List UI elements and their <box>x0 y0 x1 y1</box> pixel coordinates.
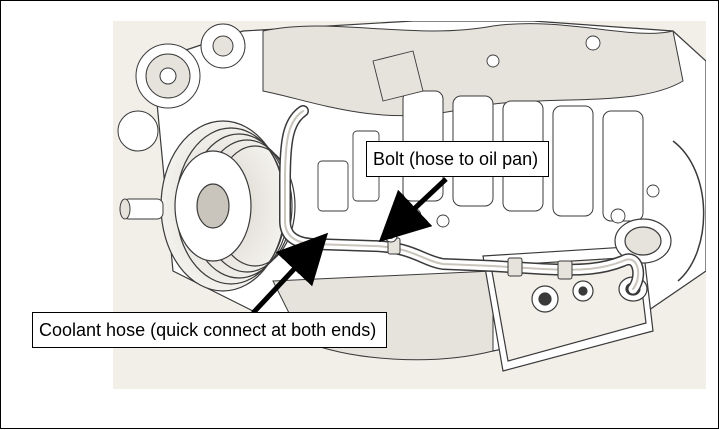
hose-bolt <box>384 229 398 243</box>
flywheel-edge <box>672 140 705 282</box>
accessory-pulleys <box>117 23 246 152</box>
oil-filter <box>614 218 672 302</box>
intake-manifold <box>262 23 684 117</box>
bolt-callout-label: Bolt (hose to oil pan) <box>366 141 550 177</box>
coolant-outlet <box>119 198 164 220</box>
oil-cooler <box>482 245 654 372</box>
crank-pulley <box>160 120 296 292</box>
coolant-hose-callout-label: Coolant hose (quick connect at both ends… <box>32 312 388 348</box>
coolant-hose-tube <box>279 105 645 295</box>
